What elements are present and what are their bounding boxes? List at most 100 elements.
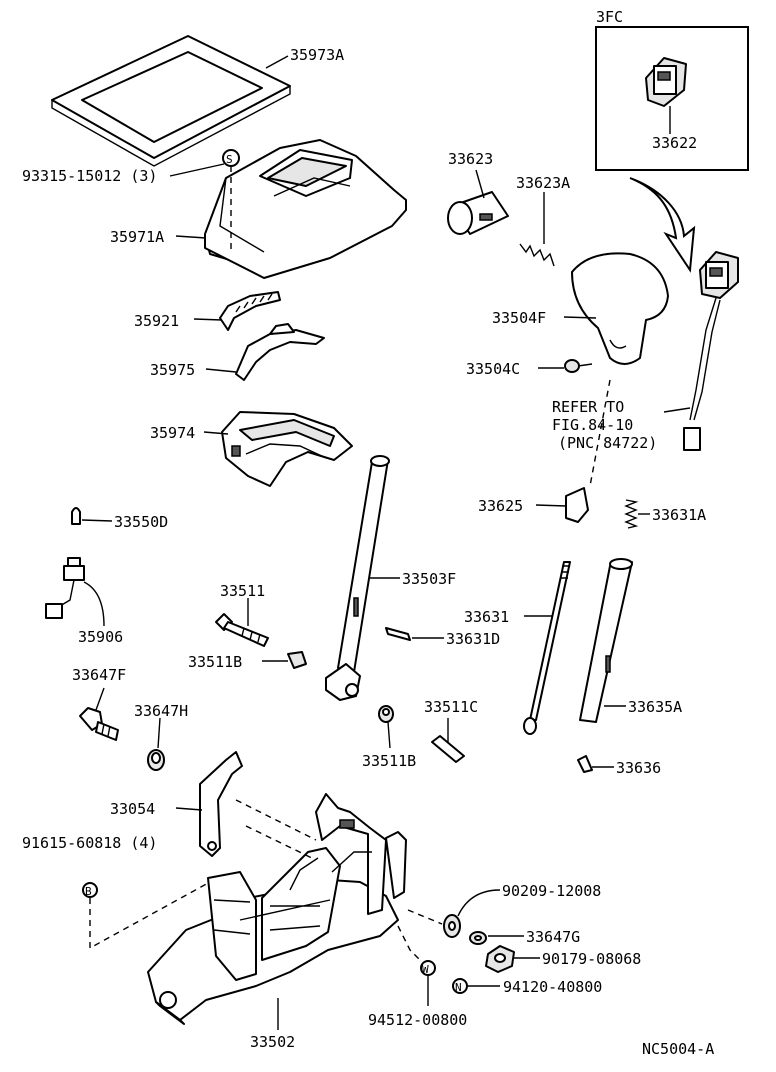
refer-note-line1: REFER TO bbox=[552, 398, 624, 416]
base-33502-drawing bbox=[147, 793, 407, 1025]
symbol-w-circle bbox=[420, 960, 436, 976]
bushing-33511b-right-drawing bbox=[378, 705, 394, 723]
button-33625-drawing bbox=[565, 487, 589, 523]
label-35971a: 35971A bbox=[110, 228, 164, 246]
label-33502: 33502 bbox=[250, 1033, 295, 1051]
label-33631a: 33631A bbox=[652, 506, 706, 524]
label-35973a: 35973A bbox=[290, 46, 344, 64]
label-35921: 35921 bbox=[134, 312, 179, 330]
label-33631: 33631 bbox=[464, 608, 509, 626]
leader-33504f bbox=[563, 316, 597, 319]
label-33636: 33636 bbox=[616, 759, 661, 777]
leader-35906 bbox=[83, 581, 105, 627]
leader-33550d bbox=[81, 519, 113, 522]
dash-94512 bbox=[397, 925, 423, 963]
label-33503f: 33503F bbox=[402, 570, 456, 588]
label-33647g: 33647G bbox=[526, 928, 580, 946]
label-33623a: 33623A bbox=[516, 174, 570, 192]
screw-33504c-drawing bbox=[564, 359, 593, 373]
label-33504c: 33504C bbox=[466, 360, 520, 378]
leader-33623 bbox=[475, 169, 485, 199]
leader-refer bbox=[663, 407, 691, 413]
cover-35971a-drawing bbox=[204, 139, 407, 279]
spring-33623a-drawing bbox=[519, 243, 555, 267]
housing-35974-drawing bbox=[221, 411, 353, 487]
symbol-n: N bbox=[455, 981, 462, 994]
label-33622: 33622 bbox=[652, 134, 697, 152]
shaft-33503f-drawing bbox=[325, 455, 390, 701]
label-33623: 33623 bbox=[448, 150, 493, 168]
label-94512: 94512-00800 bbox=[368, 1011, 467, 1029]
dash-33054-to-base bbox=[235, 799, 317, 861]
nut-33511b-left-drawing bbox=[287, 651, 307, 669]
indicator-35921-drawing bbox=[219, 291, 281, 331]
label-33511b-left: 33511B bbox=[188, 653, 242, 671]
symbol-n-circle bbox=[452, 978, 468, 994]
bolt-33647f-drawing bbox=[79, 707, 119, 741]
inset-label: 3FC bbox=[596, 8, 623, 26]
leader-33054 bbox=[175, 807, 203, 811]
leader-93315 bbox=[169, 163, 225, 177]
bracket-33054-drawing bbox=[199, 751, 243, 857]
switch-33622-drawing bbox=[645, 57, 687, 107]
tube-33635a-drawing bbox=[579, 558, 633, 723]
dash-90209 bbox=[407, 909, 443, 925]
label-90209: 90209-12008 bbox=[502, 882, 601, 900]
label-33511b-right: 33511B bbox=[362, 752, 416, 770]
socket-35906-drawing bbox=[45, 557, 85, 619]
pointer-arrow bbox=[629, 177, 696, 273]
inset-box bbox=[595, 26, 749, 171]
refer-note-line2: FIG.84-10 bbox=[552, 416, 633, 434]
clip-33636-drawing bbox=[577, 755, 593, 773]
symbol-w: W bbox=[422, 963, 429, 976]
leader-35971a bbox=[175, 235, 207, 239]
leader-33647f bbox=[95, 687, 105, 711]
label-33511: 33511 bbox=[220, 582, 265, 600]
label-33647h: 33647H bbox=[134, 702, 188, 720]
washer-33647g-drawing bbox=[469, 931, 487, 945]
pin-33631d-drawing bbox=[385, 627, 411, 641]
collar-33511c-drawing bbox=[431, 735, 465, 763]
label-35906: 35906 bbox=[78, 628, 123, 646]
leader-33625 bbox=[535, 504, 567, 507]
symbol-s: S bbox=[226, 153, 233, 166]
cylinder-33623-drawing bbox=[447, 191, 509, 235]
label-33625: 33625 bbox=[478, 497, 523, 515]
label-33550d: 33550D bbox=[114, 513, 168, 531]
symbol-b-circle bbox=[82, 882, 98, 898]
label-33635a: 33635A bbox=[628, 698, 682, 716]
leader-33647h bbox=[157, 717, 161, 749]
washer-90209-drawing bbox=[443, 914, 461, 938]
bolt-33511-drawing bbox=[215, 613, 269, 647]
knob-33504f-drawing bbox=[571, 252, 669, 365]
leader-35974 bbox=[203, 431, 229, 435]
bushing-33647h-drawing bbox=[147, 749, 165, 771]
leader-33511b-right bbox=[387, 721, 391, 749]
label-33054: 33054 bbox=[110, 800, 155, 818]
bezel-35975-drawing bbox=[235, 323, 325, 381]
label-33631d: 33631D bbox=[446, 630, 500, 648]
label-90179: 90179-08068 bbox=[542, 950, 641, 968]
leader-35975 bbox=[205, 368, 237, 373]
refer-note-line3: (PNC 84722) bbox=[558, 434, 657, 452]
dash-91615 bbox=[89, 881, 211, 950]
label-91615: 91615-60818 (4) bbox=[22, 834, 157, 852]
spring-33631a-drawing bbox=[624, 499, 639, 529]
leader-35921 bbox=[193, 318, 223, 321]
label-35974: 35974 bbox=[150, 424, 195, 442]
leader-35973a bbox=[265, 55, 289, 69]
nut-90179-drawing bbox=[485, 945, 515, 973]
bulb-33550d-drawing bbox=[71, 507, 81, 525]
footer-code: NC5004-A bbox=[642, 1040, 714, 1058]
label-93315: 93315-15012 (3) bbox=[22, 167, 157, 185]
frame-35973a-drawing bbox=[51, 35, 291, 167]
label-33647f: 33647F bbox=[72, 666, 126, 684]
label-94120: 94120-40800 bbox=[503, 978, 602, 996]
label-33511c: 33511C bbox=[424, 698, 478, 716]
label-33504f: 33504F bbox=[492, 309, 546, 327]
label-35975: 35975 bbox=[150, 361, 195, 379]
dash-knob-to-button bbox=[589, 379, 611, 487]
switch-wire-drawing bbox=[683, 251, 739, 451]
